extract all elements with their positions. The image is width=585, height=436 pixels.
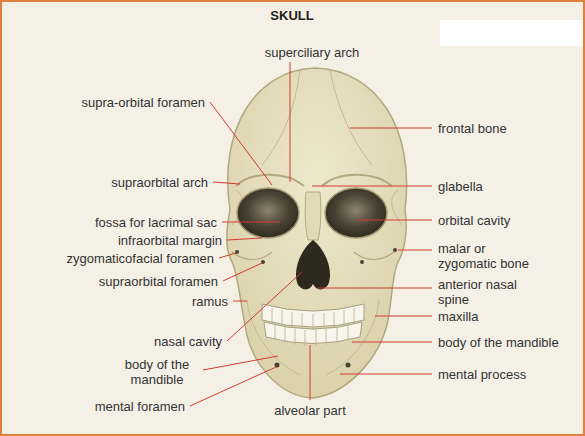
leader-line: [375, 316, 432, 317]
leader-lines: [190, 62, 432, 406]
teeth-gaps: [272, 308, 354, 346]
leader-line: [352, 342, 432, 343]
part-label: mental process: [438, 367, 526, 382]
leader-line: [310, 345, 311, 400]
brow-ridge: [236, 175, 392, 186]
mandible-lines: [247, 300, 379, 375]
leader-line: [190, 367, 276, 406]
nasal-aperture: [296, 240, 330, 289]
part-label: supraorbital foramen: [99, 274, 218, 289]
leader-line: [358, 220, 432, 221]
cheekbones: [232, 252, 394, 260]
leader-line: [213, 182, 240, 184]
leader-line: [222, 222, 280, 223]
leader-line: [350, 128, 432, 129]
white-patch: [440, 20, 583, 46]
right-orbit: [325, 188, 387, 238]
leader-line: [312, 186, 432, 187]
part-label: zygomaticofacial foramen: [67, 251, 214, 266]
mental-foramen-dot: [346, 363, 351, 368]
nasal-bones: [305, 192, 321, 240]
part-label: supra-orbital foramen: [81, 95, 205, 110]
part-label: malar or zygomatic bone: [438, 241, 534, 271]
leader-line: [210, 102, 272, 185]
leader-line: [398, 250, 432, 251]
part-label: nasal cavity: [154, 334, 222, 349]
infraorbital-foramen-dot: [360, 260, 364, 264]
leader-line: [340, 374, 432, 375]
part-label: body of the mandible: [438, 335, 559, 350]
leader-line: [223, 263, 262, 281]
part-label: supraorbital arch: [111, 175, 208, 190]
part-label: fossa for lacrimal sac: [95, 215, 217, 230]
part-label: ramus: [192, 294, 228, 309]
leader-line: [233, 301, 247, 302]
part-label: orbital cavity: [438, 213, 510, 228]
zygomaticofacial-foramen-dot: [393, 248, 397, 252]
mental-foramen-dot: [275, 363, 280, 368]
skull-outline: [227, 68, 407, 398]
leader-line: [219, 253, 236, 258]
part-label: body of the mandible: [116, 357, 198, 387]
part-label: glabella: [438, 179, 483, 194]
part-label: mental foramen: [95, 399, 185, 414]
leader-line: [227, 272, 302, 341]
part-label: infraorbital margin: [118, 233, 222, 248]
part-label: maxilla: [438, 309, 478, 324]
leader-line: [203, 356, 278, 370]
part-label: anterior nasal spine: [438, 277, 530, 307]
title: SKULL: [270, 8, 313, 23]
leader-line: [290, 62, 291, 182]
part-label: alveolar part: [274, 403, 346, 418]
leader-line: [227, 238, 262, 240]
part-label: frontal bone: [438, 121, 507, 136]
left-orbit: [237, 188, 299, 238]
part-label: superciliary arch: [265, 45, 360, 60]
leader-line: [318, 288, 432, 289]
